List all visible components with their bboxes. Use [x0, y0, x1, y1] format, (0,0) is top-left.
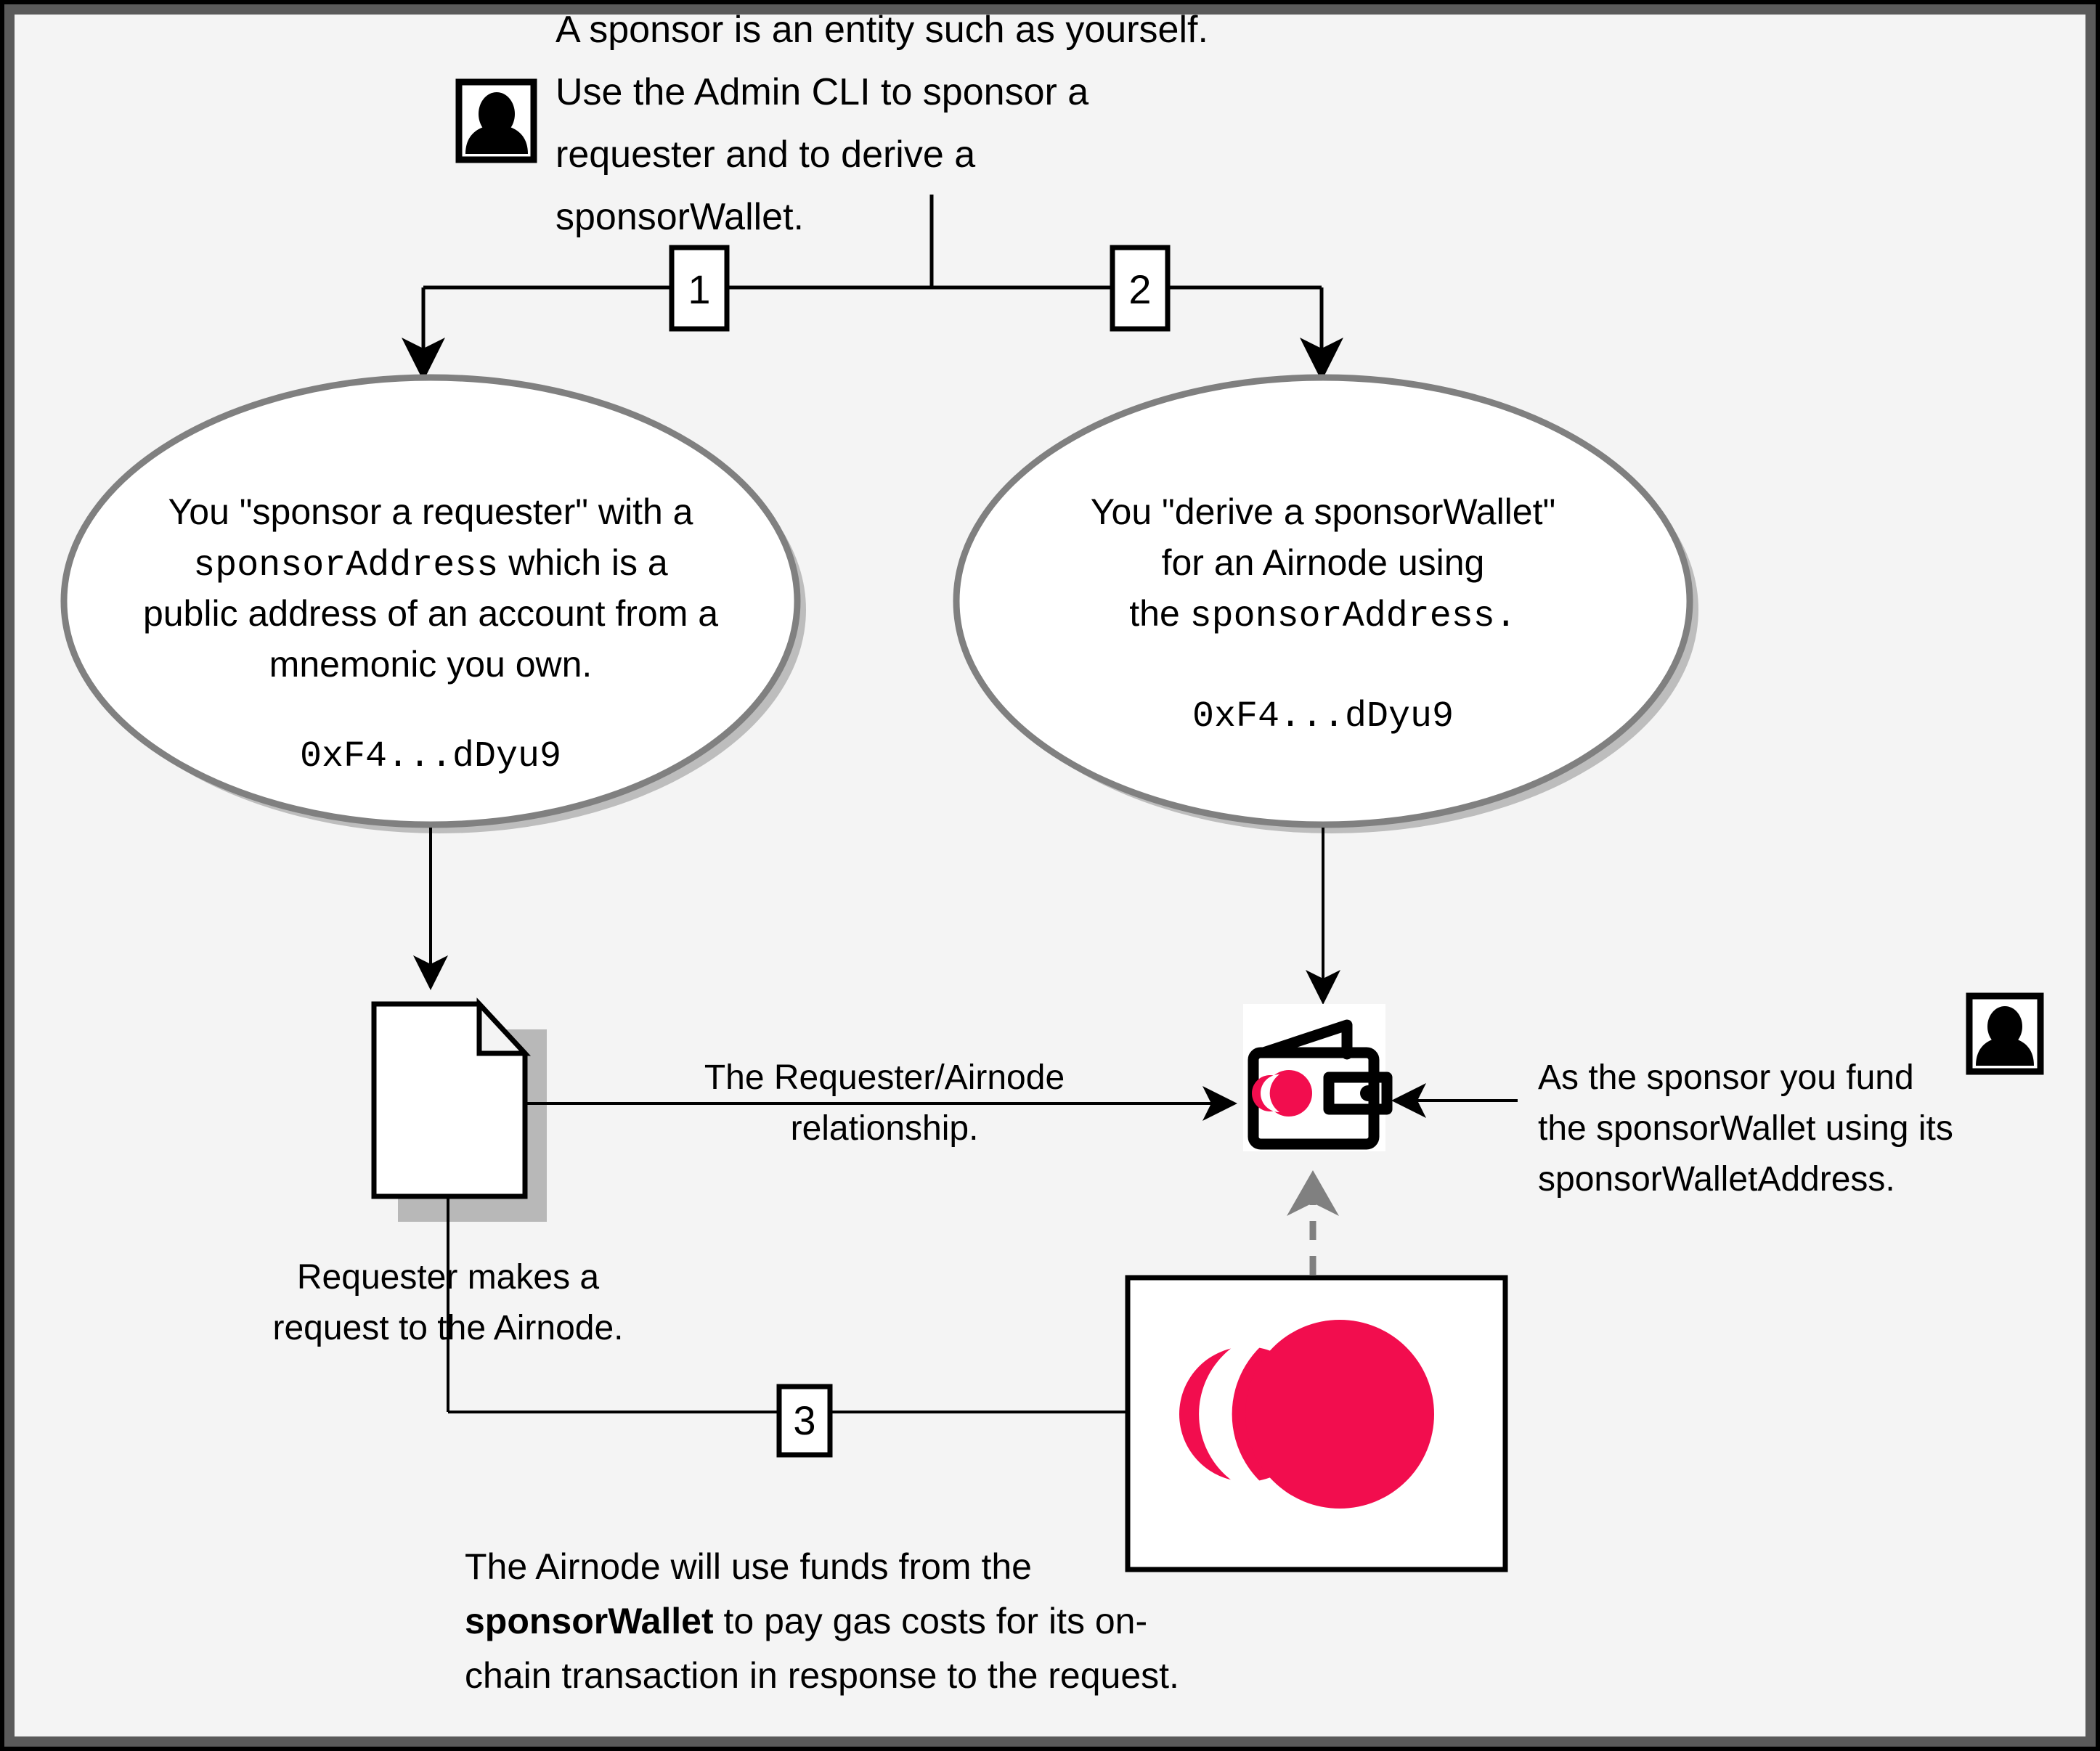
- gas-note-line1: The Airnode will use funds from the: [465, 1546, 1032, 1587]
- derive-sponsorwallet-node[interactable]: You "derive a sponsorWallet" for an Airn…: [953, 374, 1698, 833]
- sponsor-note-line1: A sponsor is an entity such as yourself.: [555, 9, 1208, 51]
- gas-note-line3: chain transaction in response to the req…: [465, 1655, 1179, 1696]
- step-badge-2: 2: [1110, 245, 1171, 332]
- fund-note-line1: As the sponsor you fund: [1538, 1058, 1914, 1097]
- sponsor-note-group: A sponsor is an entity such as yourself.…: [455, 9, 1208, 238]
- right-node-line1: You "derive a sponsorWallet": [1091, 491, 1555, 532]
- left-node-address: 0xF4...dDyu9: [300, 736, 561, 777]
- step-badge-3-label: 3: [793, 1397, 815, 1443]
- right-node-mono-term: sponsorAddress.: [1190, 596, 1517, 637]
- left-node-mono-term: sponsorAddress: [193, 545, 498, 587]
- gas-note-group: The Airnode will use funds from the spon…: [465, 1546, 1179, 1696]
- step-badge-1: 1: [669, 245, 730, 332]
- fund-note-line2: the sponsorWallet using its: [1538, 1109, 1953, 1148]
- right-node-line3: the sponsorAddress.: [1129, 593, 1516, 637]
- diagram-frame: [4, 4, 2096, 1747]
- relationship-label-line1: The Requester/Airnode: [704, 1058, 1065, 1097]
- fund-note-group: As the sponsor you fund the sponsorWalle…: [1391, 992, 2044, 1199]
- relationship-label-line2: relationship.: [791, 1109, 979, 1148]
- right-node-line3-prefix: the: [1129, 593, 1189, 634]
- gas-note-bold-term: sponsorWallet: [465, 1601, 714, 1641]
- requester-airnode-relationship-arrow: The Requester/Airnode relationship.: [525, 1058, 1237, 1148]
- fund-note-line3: sponsorWalletAddress.: [1538, 1160, 1895, 1199]
- wallet-icon[interactable]: [1243, 1004, 1393, 1151]
- sponsor-note-line2: Use the Admin CLI to sponsor a: [555, 71, 1088, 113]
- left-node-line4: mnemonic you own.: [269, 644, 593, 685]
- left-node-line3: public address of an account from a: [143, 593, 718, 634]
- step-connector-bus: 1 2: [402, 195, 1343, 381]
- ellipse-to-target-arrows: [413, 828, 1340, 1005]
- right-node-address: 0xF4...dDyu9: [1192, 696, 1454, 738]
- person-icon: [1966, 992, 2044, 1075]
- right-node-line2: for an Airnode using: [1162, 542, 1485, 583]
- gas-note-line2: sponsorWallet to pay gas costs for its o…: [465, 1601, 1147, 1641]
- airnode-logo-icon[interactable]: [1125, 1275, 1508, 1572]
- gas-note-line2-rest: to pay gas costs for its on-: [714, 1601, 1148, 1641]
- sponsor-a-requester-node[interactable]: You "sponsor a requester" with a sponsor…: [60, 374, 806, 833]
- request-flow-path: 3: [447, 1198, 1205, 1458]
- step-badge-3: 3: [776, 1384, 833, 1458]
- left-node-line1: You "sponsor a requester" with a: [168, 491, 693, 532]
- step-badge-2-label: 2: [1128, 266, 1151, 312]
- sponsor-note-line3: requester and to derive a: [555, 134, 975, 176]
- person-icon: [455, 78, 537, 163]
- left-node-line2-rest: which is a: [498, 542, 668, 583]
- left-node-line2: sponsorAddress which is a: [193, 542, 668, 587]
- requester-document[interactable]: [371, 997, 547, 1222]
- step-badge-1-label: 1: [688, 266, 710, 312]
- sponsor-note-line4: sponsorWallet.: [555, 196, 804, 238]
